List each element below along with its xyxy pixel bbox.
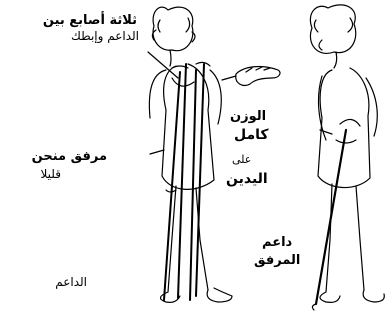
figure-underarm-crutch [149,7,232,302]
label-weight-line2: كامل [234,128,269,143]
label-weight-line1: الوزن [230,110,266,124]
label-elbow-line1: مرفق منحن [32,150,107,164]
label-three-fingers-line2: الداعم وإبطك [71,30,139,43]
label-weight-line4: اليدين [226,172,268,187]
label-forearm-line2: المرفق [254,254,300,268]
label-weight-line3: على [232,154,251,166]
label-crutch: الداعم [55,276,87,289]
label-forearm-line1: داعم [262,236,292,250]
label-elbow-line2: قليلا [41,168,62,181]
label-three-fingers-line1: ثلاثة أصابع بين [43,14,137,28]
figure-forearm-crutch [310,5,384,310]
hand-gesture-illustration [236,67,280,86]
